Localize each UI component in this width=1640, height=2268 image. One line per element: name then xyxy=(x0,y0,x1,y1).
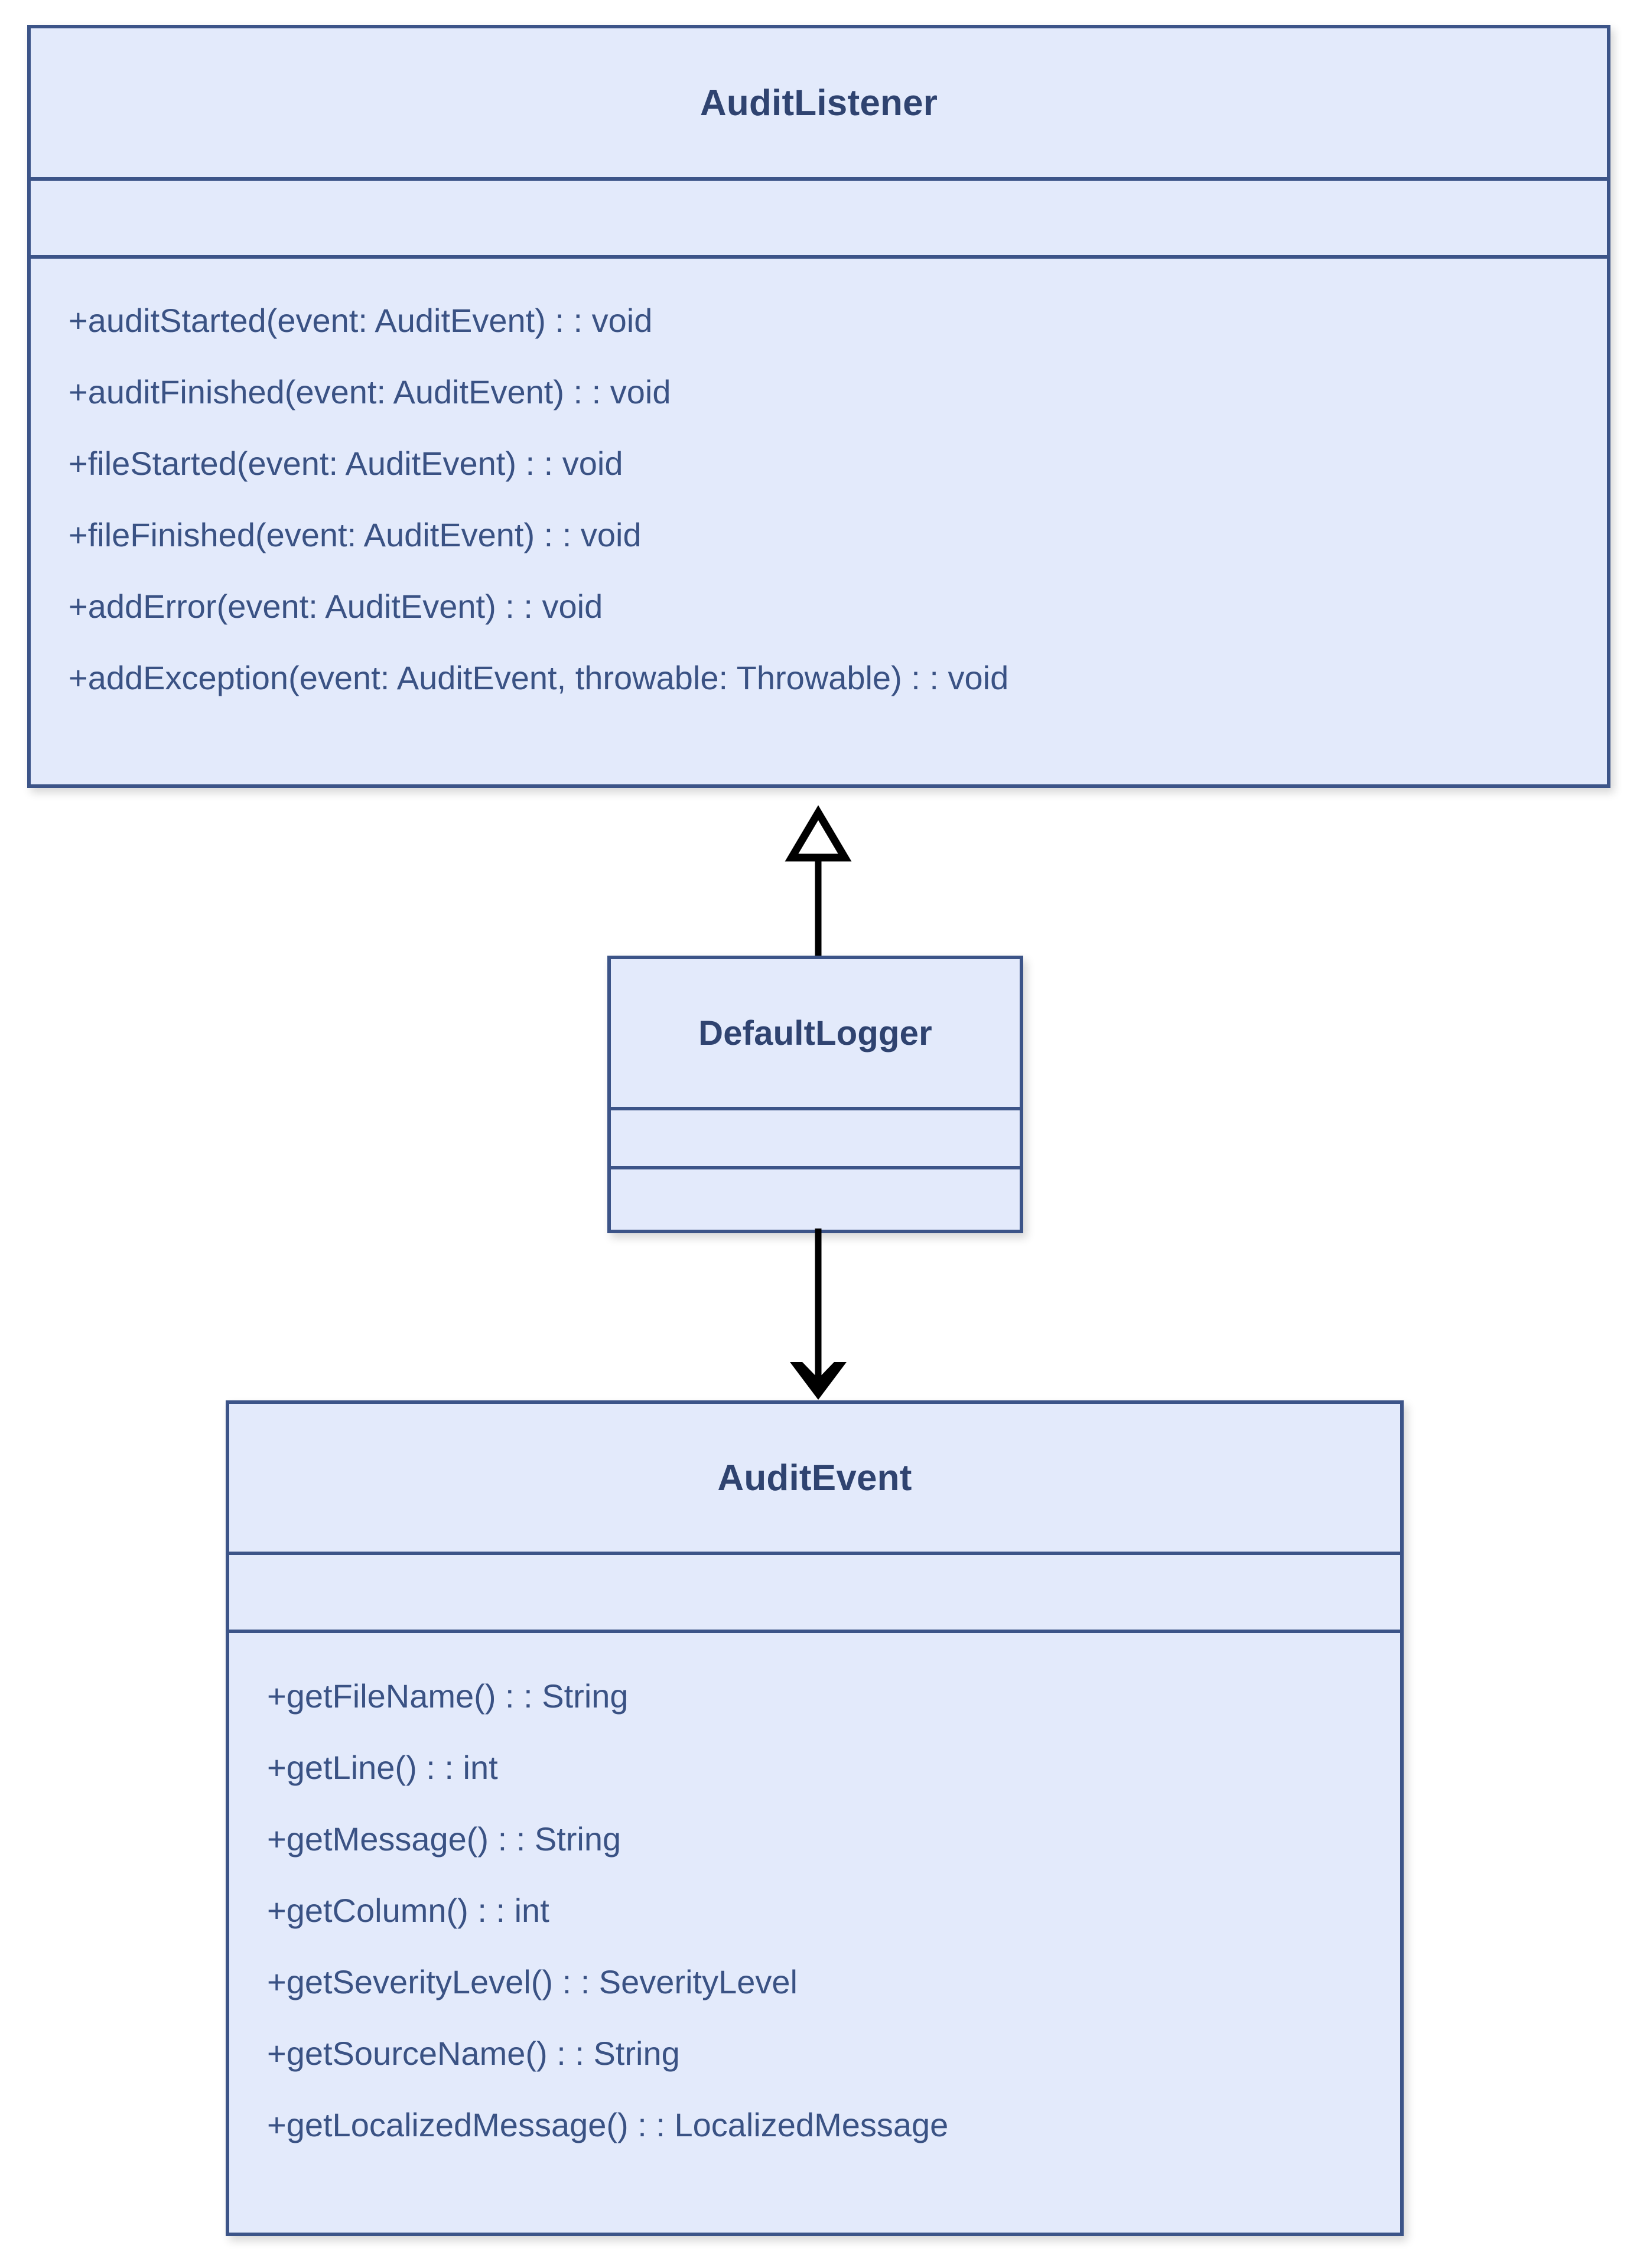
class-operation: +getColumn() : : int xyxy=(267,1892,549,1929)
class-operation: +addException(event: AuditEvent, throwab… xyxy=(69,659,1009,696)
class-title-auditevent: AuditEvent xyxy=(717,1457,912,1498)
class-operation: +getSeverityLevel() : : SeverityLevel xyxy=(267,1963,798,2000)
class-title-defaultlogger: DefaultLogger xyxy=(698,1014,932,1052)
uml-class-auditlistener[interactable]: AuditListener +auditStarted(event: Audit… xyxy=(27,25,1610,788)
class-operation: +fileFinished(event: AuditEvent) : : voi… xyxy=(69,516,642,553)
class-name-compartment: AuditListener xyxy=(31,28,1607,181)
class-attributes-compartment xyxy=(611,1110,1020,1169)
class-name-compartment: DefaultLogger xyxy=(611,959,1020,1110)
class-operation: +getLocalizedMessage() : : LocalizedMess… xyxy=(267,2106,949,2143)
class-operation: +auditStarted(event: AuditEvent) : : voi… xyxy=(69,302,653,339)
uml-class-auditevent[interactable]: AuditEvent +getFileName() : : String +ge… xyxy=(226,1400,1404,2236)
class-operations-compartment: +getFileName() : : String +getLine() : :… xyxy=(229,1633,1400,2233)
class-operations-compartment: +auditStarted(event: AuditEvent) : : voi… xyxy=(31,259,1607,784)
class-operation: +getSourceName() : : String xyxy=(267,2035,680,2072)
class-operation: +auditFinished(event: AuditEvent) : : vo… xyxy=(69,373,671,410)
class-attributes-compartment xyxy=(31,181,1607,259)
class-operation: +getFileName() : : String xyxy=(267,1677,629,1715)
class-operations-compartment xyxy=(611,1169,1020,1230)
solid-arrowhead-icon xyxy=(790,1362,847,1400)
class-attributes-compartment xyxy=(229,1555,1400,1633)
class-operation: +addError(event: AuditEvent) : : void xyxy=(69,588,603,625)
class-name-compartment: AuditEvent xyxy=(229,1404,1400,1555)
association-connector-defaultlogger-to-auditevent xyxy=(790,1228,847,1400)
hollow-triangle-arrowhead-icon xyxy=(785,805,852,862)
class-operation: +getMessage() : : String xyxy=(267,1820,621,1858)
class-operation: +getLine() : : int xyxy=(267,1749,498,1786)
class-operation: +fileStarted(event: AuditEvent) : : void xyxy=(69,445,623,482)
class-title-auditlistener: AuditListener xyxy=(699,82,938,123)
uml-class-defaultlogger[interactable]: DefaultLogger xyxy=(607,956,1023,1233)
generalization-connector-defaultlogger-to-auditlistener xyxy=(785,805,852,960)
